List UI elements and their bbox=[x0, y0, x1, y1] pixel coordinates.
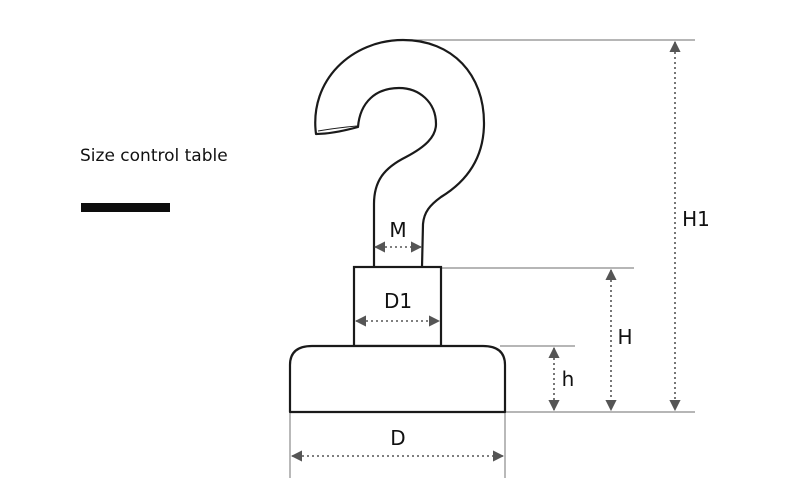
collar-block bbox=[352, 265, 443, 348]
label-h: h bbox=[562, 367, 575, 391]
label-M: M bbox=[389, 218, 406, 242]
extension-lines bbox=[289, 39, 695, 478]
label-D1: D1 bbox=[384, 289, 412, 313]
label-H1: H1 bbox=[682, 207, 710, 231]
title-underline-bar bbox=[81, 203, 170, 212]
hook-tip-hatch bbox=[317, 125, 358, 132]
magnet-base bbox=[288, 344, 507, 414]
dimension-arrows bbox=[290, 40, 681, 462]
size-control-title: Size control table bbox=[80, 146, 228, 166]
label-D: D bbox=[390, 426, 405, 450]
label-H: H bbox=[617, 325, 632, 349]
hook-outline bbox=[314, 38, 486, 268]
